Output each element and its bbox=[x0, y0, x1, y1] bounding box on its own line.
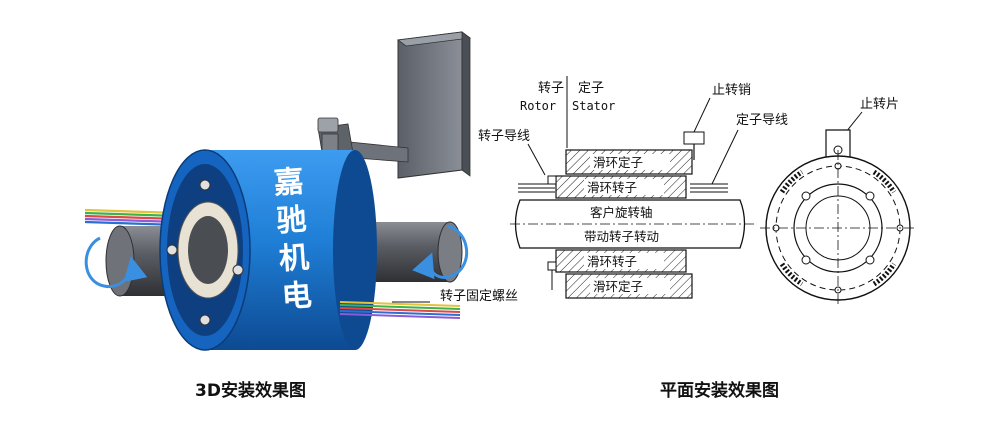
customer-shaft: 客户旋转轴 带动转子转动 bbox=[510, 199, 755, 249]
end-view: 止转片 bbox=[760, 97, 916, 306]
face-bolt-icon bbox=[232, 264, 244, 276]
rotor-screw-icon bbox=[547, 175, 557, 185]
slip-stator-bottom-label: 滑环定子 bbox=[593, 279, 643, 294]
stator-wires bbox=[339, 301, 461, 319]
face-bolt-icon bbox=[199, 314, 211, 326]
bracket-bolt bbox=[317, 117, 339, 133]
caption-plan: 平面安装效果图 bbox=[660, 380, 779, 401]
stator-en-label: Stator bbox=[572, 99, 615, 113]
rotor-en-label: Rotor bbox=[520, 99, 556, 113]
customer-shaft-label: 客户旋转轴 bbox=[590, 205, 653, 220]
stator-cn-label: 定子 bbox=[578, 81, 604, 96]
slip-rotor-bottom-label: 滑环转子 bbox=[587, 254, 637, 269]
slip-rotor-top-label: 滑环转子 bbox=[587, 180, 637, 195]
rotor-screw-icon bbox=[547, 261, 557, 271]
face-bolt-icon bbox=[166, 244, 178, 256]
3d-view: 嘉驰机电 转子固定螺丝 3D安装效果图 bbox=[84, 31, 518, 401]
stop-plate-label: 止转片 bbox=[860, 97, 899, 112]
stop-pin bbox=[683, 131, 705, 145]
bolt-hole-icon bbox=[865, 255, 875, 265]
stator-wire-label: 定子导线 bbox=[736, 113, 788, 128]
face-bolt-icon bbox=[199, 179, 211, 191]
bolt-hole-icon bbox=[865, 191, 875, 201]
rotor-wire-label: 转子导线 bbox=[478, 129, 530, 144]
rotor-cn-label: 转子 bbox=[538, 81, 564, 96]
bolt-hole-icon bbox=[801, 255, 811, 265]
section-view: 转子 Rotor 定子 Stator 转子导线 止转销 定子导线 滑环定子 滑环… bbox=[478, 76, 788, 299]
rotor-screw-label: 转子固定螺丝 bbox=[440, 289, 518, 304]
slip-ring-body bbox=[159, 149, 377, 351]
rotation-arrow-left-icon bbox=[84, 236, 148, 289]
rotation-arrow-right-icon bbox=[412, 224, 468, 280]
bolt-hole-icon bbox=[801, 191, 811, 201]
stop-pin-label: 止转销 bbox=[712, 83, 751, 98]
drive-rotor-label: 带动转子转动 bbox=[584, 229, 659, 244]
caption-3d: 3D安装效果图 bbox=[195, 380, 306, 401]
slip-stator-top-label: 滑环定子 bbox=[593, 155, 643, 170]
